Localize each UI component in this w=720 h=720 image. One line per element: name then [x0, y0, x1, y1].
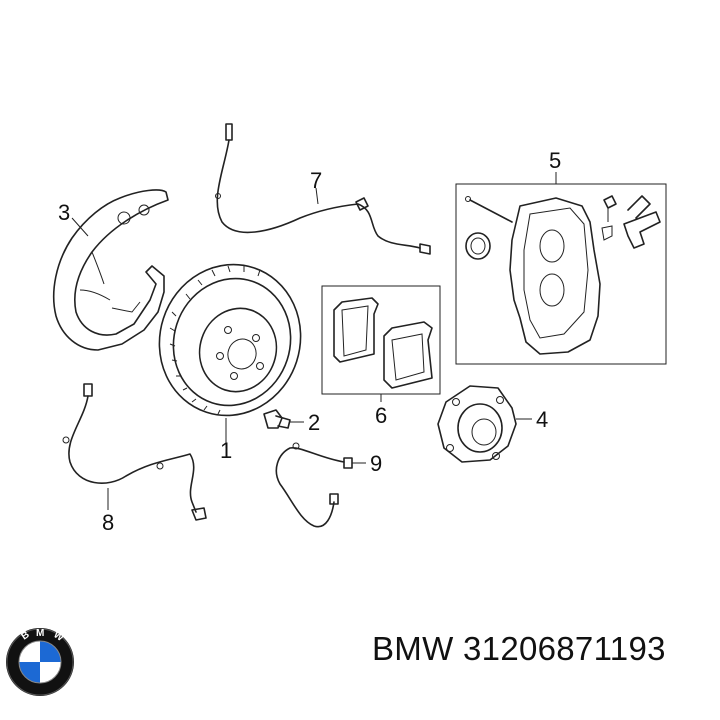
callout-3: 3 [58, 200, 70, 225]
part-number-caption: BMW 31206871193 [372, 630, 666, 667]
callout-4: 4 [536, 407, 548, 432]
bmw-roundel-icon: B M W [6, 628, 74, 696]
callout-1: 1 [220, 438, 232, 463]
callout-2: 2 [308, 410, 320, 435]
callout-6: 6 [375, 403, 387, 428]
callout-7: 7 [310, 168, 322, 193]
leader-line-7 [315, 187, 319, 205]
callout-9: 9 [370, 451, 382, 476]
svg-text:M: M [36, 628, 44, 639]
caliper-box [455, 183, 667, 365]
brake-disc-drawing [158, 263, 302, 417]
leader-line-3 [71, 217, 89, 237]
wear-sensor-8-drawing [62, 383, 207, 521]
wheel-hub-drawing [437, 385, 517, 463]
dust-shield-drawing [52, 189, 169, 351]
brake-pads-drawing [333, 297, 433, 389]
callout-5: 5 [549, 148, 561, 173]
bolt-drawing [263, 409, 291, 429]
caliper-drawing [465, 195, 661, 355]
wear-sensor-9-drawing [275, 442, 353, 528]
callout-8: 8 [102, 510, 114, 535]
wear-sensor-7-drawing [215, 123, 431, 255]
